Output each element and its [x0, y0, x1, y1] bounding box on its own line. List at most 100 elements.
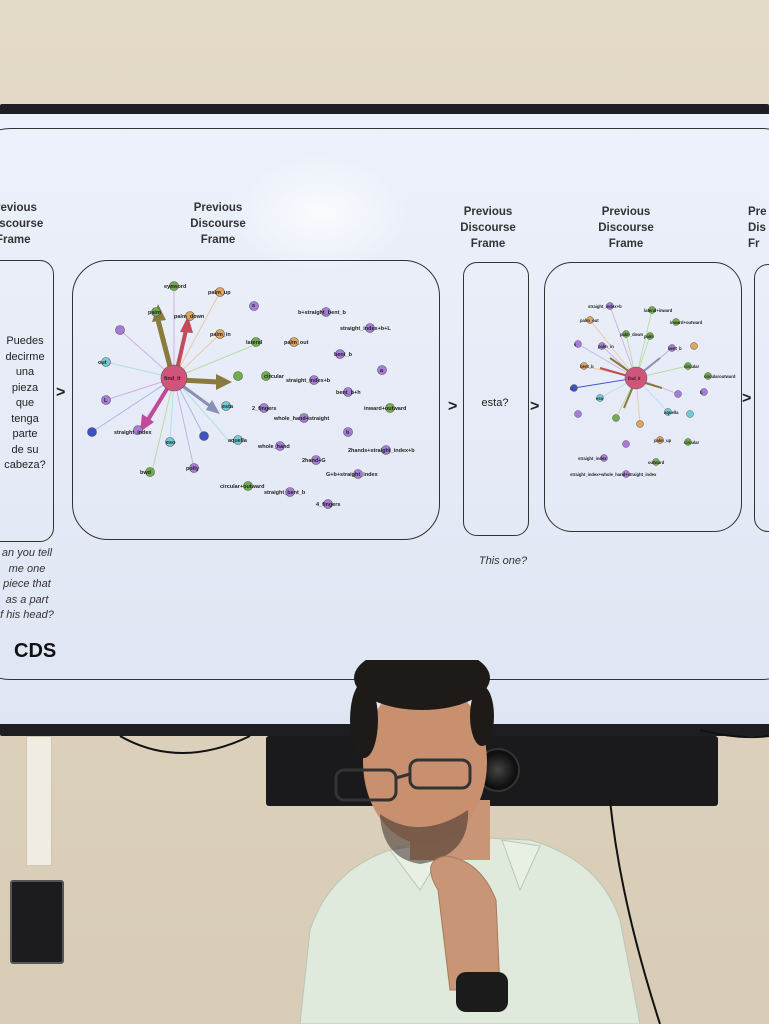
node-label: palm_down	[620, 332, 643, 337]
discourse-graph-right: straight_index+b lateral+inward palm_out…	[570, 302, 736, 478]
utterance-line: de su	[11, 443, 39, 456]
utterance-line: pieza	[11, 381, 39, 394]
node-label: b	[700, 390, 703, 395]
node-label: out	[98, 360, 107, 366]
node-label: polly	[186, 466, 200, 472]
header-line: Dis	[748, 222, 766, 234]
node-label: palm_in	[210, 332, 231, 338]
translation-line: f his head?	[0, 609, 54, 621]
node-label: palm	[644, 334, 654, 339]
translation-line: me one	[8, 562, 46, 575]
node-label: L	[104, 398, 108, 404]
header-line: revious	[0, 202, 37, 214]
node-label: straight_index	[114, 430, 153, 436]
node-label: eyeword	[164, 284, 186, 290]
node-label: L	[570, 386, 573, 391]
node-label: palm_up	[208, 290, 231, 296]
node-label: esta	[222, 404, 234, 410]
utterance-frame	[0, 260, 54, 542]
node-label: find_it	[628, 376, 641, 381]
node-label: lateral	[246, 340, 263, 346]
utterance-line: Puedes	[6, 335, 44, 347]
header-line: Frame	[0, 234, 31, 246]
node-label: G+b+straight_index	[326, 472, 379, 478]
screen-glare	[230, 154, 410, 274]
node-label: palm_in	[598, 344, 614, 349]
wall-control-panel	[10, 880, 64, 964]
word-frame	[463, 262, 529, 536]
node-label: bent_b+h	[336, 390, 361, 396]
node-label: find_it	[164, 376, 181, 382]
node-label: straight_index	[578, 456, 607, 461]
cds-label: CDS	[14, 640, 57, 662]
separator-arrow: >	[530, 398, 540, 415]
node-label: aquella	[664, 410, 679, 415]
node-label: b+straight_bent_b	[298, 310, 346, 316]
node-label: straight_index+b	[588, 304, 622, 309]
header-line: Previous	[601, 206, 651, 218]
word-translation: This one?	[478, 555, 528, 567]
frame-header-4: Pre Dis Fr	[748, 204, 769, 252]
utterance-line: tenga	[11, 412, 39, 425]
header-line: Fr	[748, 238, 760, 250]
node-label: 4_fingers	[316, 502, 340, 508]
header-line: Frame	[470, 238, 506, 250]
word-esta: esta?	[481, 397, 509, 409]
node-label: whole_hand+straight	[273, 416, 329, 422]
node-label: inward+outward	[670, 320, 703, 325]
node-label: circular+outward	[220, 484, 264, 490]
header-line: Frame	[608, 238, 644, 250]
node-label: palm	[148, 310, 161, 316]
node-label: aquella	[228, 438, 248, 444]
separator-arrow: >	[56, 384, 66, 401]
graph-nodes	[570, 302, 712, 478]
graph-node-labels: straight_index+b lateral+inward palm_out…	[570, 304, 736, 477]
header-line: Previous	[463, 206, 513, 218]
node-label: palm_up	[654, 438, 672, 443]
node-label: circular	[264, 374, 285, 380]
header-line: Discourse	[598, 222, 654, 234]
node-label: lateral+inward	[644, 308, 673, 313]
english-translation: an you tell me one piece that as a part …	[0, 546, 58, 624]
node-label: bwd	[140, 470, 151, 476]
node-label: straight_index+b+L	[340, 326, 391, 332]
separator-arrow: >	[448, 398, 458, 415]
node-label: bent_b	[668, 346, 682, 351]
header-line: Pre	[748, 206, 767, 218]
node-label: outward	[648, 460, 665, 465]
presenter-person	[299, 660, 641, 1024]
node-label: straight_bent_b	[264, 490, 306, 496]
header-line: Discourse	[190, 218, 246, 230]
node-label: palm_down	[174, 314, 205, 320]
utterance-line: que	[15, 397, 35, 409]
discourse-graph-left: eyeword palm_up s palm palm_down palm_in…	[87, 281, 415, 509]
header-line: Discourse	[460, 222, 516, 234]
node-label: 2hands+straight_index+b	[348, 448, 415, 454]
spanish-utterance: Puedes decirme una pieza que tenga parte…	[0, 334, 50, 474]
node-label: palm_out	[284, 340, 309, 346]
node-label: straight_index+whole_hand+straight_index	[570, 472, 657, 477]
node-label: circular	[684, 364, 700, 369]
discourse-graph-frame-right	[544, 262, 742, 532]
header-line: Previous	[193, 202, 243, 214]
frame-header-0: revious iscourse Frame	[0, 200, 50, 248]
node-label: circular	[684, 440, 700, 445]
graph-nodes	[87, 281, 395, 509]
node-label: palm_out	[580, 318, 599, 323]
node-label: eso	[166, 440, 176, 446]
node-label: eso	[596, 396, 604, 401]
discourse-graph-frame-left	[72, 260, 440, 540]
node-label: b	[346, 430, 350, 436]
node-label: 2hand+G	[302, 458, 326, 464]
node-label: circularoutward	[704, 374, 736, 379]
frame-header-3: Previous Discourse Frame	[588, 204, 664, 252]
wall-mount-bracket	[26, 736, 52, 866]
frame-header-2: Previous Discourse Frame	[450, 204, 526, 252]
header-line: iscourse	[0, 218, 44, 230]
frame-header-1: Previous Discourse Frame	[178, 200, 258, 248]
utterance-line: decirme	[5, 350, 45, 363]
node-label: s	[252, 303, 255, 309]
node-label: inward+outward	[364, 406, 406, 412]
node-label: s	[574, 342, 577, 347]
